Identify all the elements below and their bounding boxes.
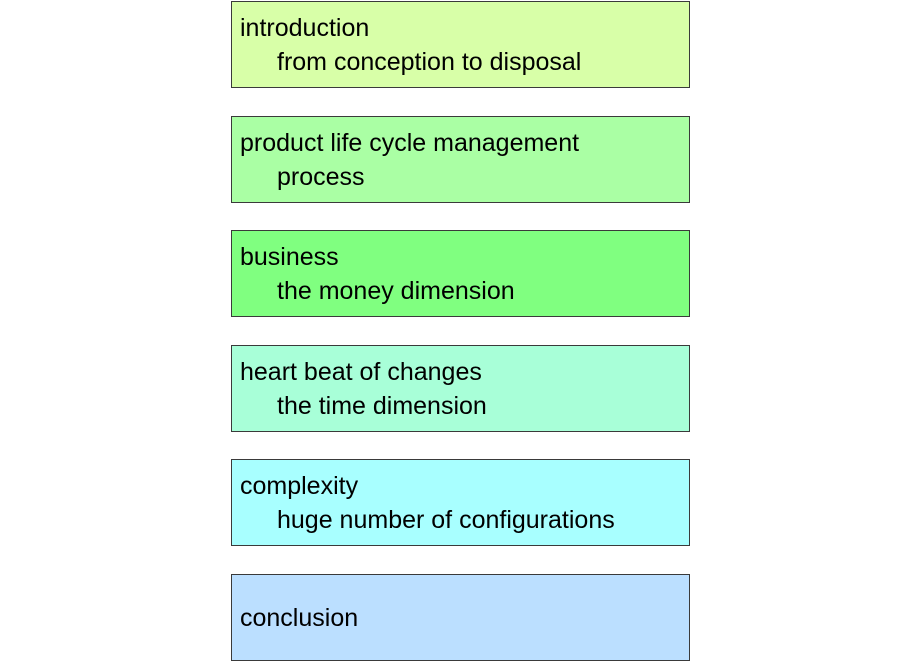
section-subtitle: the time dimension <box>277 391 487 420</box>
section-title: business <box>240 243 339 272</box>
section-subtitle: from conception to disposal <box>277 48 582 76</box>
section-subtitle: process <box>277 162 365 191</box>
section-complexity: complexity huge number of configurations <box>231 459 690 547</box>
section-title: conclusion <box>240 603 359 632</box>
section-title: introduction <box>240 14 370 42</box>
agenda-stack: introduction from conception to disposal… <box>231 1 690 661</box>
section-product-life-cycle-management: product life cycle management process <box>231 115 690 203</box>
section-title: product life cycle management <box>240 128 580 157</box>
section-conclusion: conclusion <box>231 573 690 661</box>
section-introduction: introduction from conception to disposal <box>231 1 690 88</box>
section-title: heart beat of changes <box>240 357 482 386</box>
section-title: complexity <box>240 472 359 501</box>
section-heart-beat-of-changes: heart beat of changes the time dimension <box>231 344 690 432</box>
section-subtitle: huge number of configurations <box>277 506 615 535</box>
section-business: business the money dimension <box>231 230 690 318</box>
section-subtitle: the money dimension <box>277 277 515 306</box>
